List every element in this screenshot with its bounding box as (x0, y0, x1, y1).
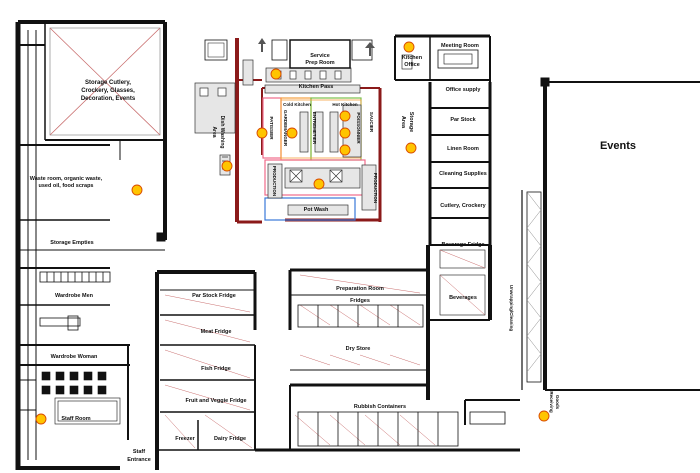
storage-cutlery-shelving (49, 27, 161, 136)
label-par-stock-fridge: Par Stock Fridge (192, 293, 236, 299)
label-kitchen-office-2: Office (404, 62, 420, 68)
label-storage-cutlery-2: Crockery, Glasses, (81, 88, 135, 94)
label-cutlery-crockery: Cutlery, Crockery (440, 203, 486, 209)
label-service-prep-2: Prep Room (305, 60, 334, 66)
events-hall-walls (521, 77, 700, 391)
right-storage-walls (426, 82, 492, 400)
label-goods-receiving-1: Goods (555, 395, 560, 410)
label-meeting-room: Meeting Room (441, 43, 479, 49)
label-dairy-fridge: Dairy Fridge (214, 436, 246, 442)
label-unwrapping: Unwrapping/Cleaning (509, 285, 514, 332)
hotspot-marker-icon[interactable] (538, 410, 550, 422)
label-goods-receiving-2: Receiving (549, 391, 554, 413)
label-beverages: Beverages (449, 295, 477, 301)
hotspot-marker-icon[interactable] (405, 142, 417, 154)
hotspot-marker-icon[interactable] (339, 144, 351, 156)
wardrobe-men-lockers (39, 271, 111, 331)
hotspot-markers (35, 41, 550, 425)
label-rubbish-containers: Rubbish Containers (354, 404, 406, 410)
hotspot-marker-icon[interactable] (403, 41, 415, 53)
label-kitchen-pass: Kitchen Pass (299, 84, 334, 90)
label-fruit-veggie-fridge: Fruit and Veggie Fridge (185, 398, 246, 404)
label-staff-entrance-1: Staff (133, 449, 145, 455)
label-gardemanger: GARDEMANGER (283, 110, 288, 147)
label-staff-room: Staff Room (61, 416, 90, 422)
label-storage-area-2: Area (400, 116, 406, 129)
label-fish-fridge: Fish Fridge (201, 366, 231, 372)
label-production-left: PRODUCTION (272, 166, 277, 196)
label-meat-fridge: Meat Fridge (201, 329, 232, 335)
label-dish-washing-2: Area (211, 126, 217, 137)
label-storage-cutlery-1: Storage Cutlery, (85, 80, 131, 86)
door-arrow-icon (258, 38, 375, 56)
label-production-right: PRODUCTION (373, 173, 378, 203)
hotspot-marker-icon[interactable] (221, 160, 233, 172)
office-area (394, 34, 491, 82)
label-cleaning-supplies: Cleaning Supplies (439, 171, 487, 177)
label-hot-kitchen: Hot Kitchen (332, 102, 358, 107)
hotspot-marker-icon[interactable] (35, 413, 47, 425)
fridge-shelving (164, 274, 436, 449)
label-wardrobe-woman: Wardrobe Woman (51, 354, 98, 360)
label-freezer: Freezer (175, 436, 195, 442)
hotspot-marker-icon[interactable] (131, 184, 143, 196)
label-cold-kitchen: Cold Kitchen (283, 102, 311, 107)
hotspot-marker-icon[interactable] (313, 178, 325, 190)
label-wardrobe-men: Wardrobe Men (55, 293, 94, 299)
label-storage-cutlery-3: Decoration, Events (81, 96, 136, 102)
label-pot-wash: Pot Wash (304, 207, 329, 213)
hotspot-marker-icon[interactable] (339, 110, 351, 122)
label-waste-room-2: used oil, food scraps (38, 183, 93, 189)
label-entremetier: ENTREMETIER (312, 112, 317, 145)
label-linen-room: Linen Room (447, 146, 479, 152)
label-par-stock: Par Stock (450, 117, 476, 123)
label-storage-area-1: Storage (408, 112, 414, 132)
fridge-units (297, 304, 459, 447)
label-preparation-room: Preparation Room (336, 286, 384, 292)
label-beverage-fridge: Beverage Fridge (441, 242, 484, 248)
label-events: Events (600, 140, 636, 152)
label-dish-washing-1: Dish Washing (219, 116, 225, 149)
hotspot-marker-icon[interactable] (339, 127, 351, 139)
kitchen-fixtures (194, 59, 377, 216)
label-office-supply: Office supply (446, 87, 482, 93)
hotspot-marker-icon[interactable] (286, 127, 298, 139)
label-saucier: SAUCIER (369, 112, 374, 133)
label-waste-room-1: Waste room, organic waste, (30, 176, 103, 182)
service-prep-room (204, 39, 373, 69)
label-poissonnier: POISSONNIER (356, 112, 361, 144)
corridor-lines (18, 30, 37, 460)
label-patissier: PATISSIER (269, 116, 274, 140)
hotspot-marker-icon[interactable] (270, 68, 282, 80)
label-storage-empties: Storage Empties (50, 240, 93, 246)
label-staff-entrance-2: Entrance (127, 457, 151, 463)
label-service-prep-1: Service (310, 53, 330, 59)
staff-room-tables (41, 371, 121, 425)
cold-storage-walls (155, 268, 520, 470)
label-fridges: Fridges (350, 298, 370, 304)
outer-walls (15, 20, 167, 470)
label-dry-store: Dry Store (346, 346, 371, 352)
hotspot-marker-icon[interactable] (256, 127, 268, 139)
room-labels: Storage Cutlery, Crockery, Glasses, Deco… (30, 43, 636, 463)
table-chairs-icon (41, 371, 107, 395)
label-kitchen-office-1: Kitchen (402, 55, 423, 61)
